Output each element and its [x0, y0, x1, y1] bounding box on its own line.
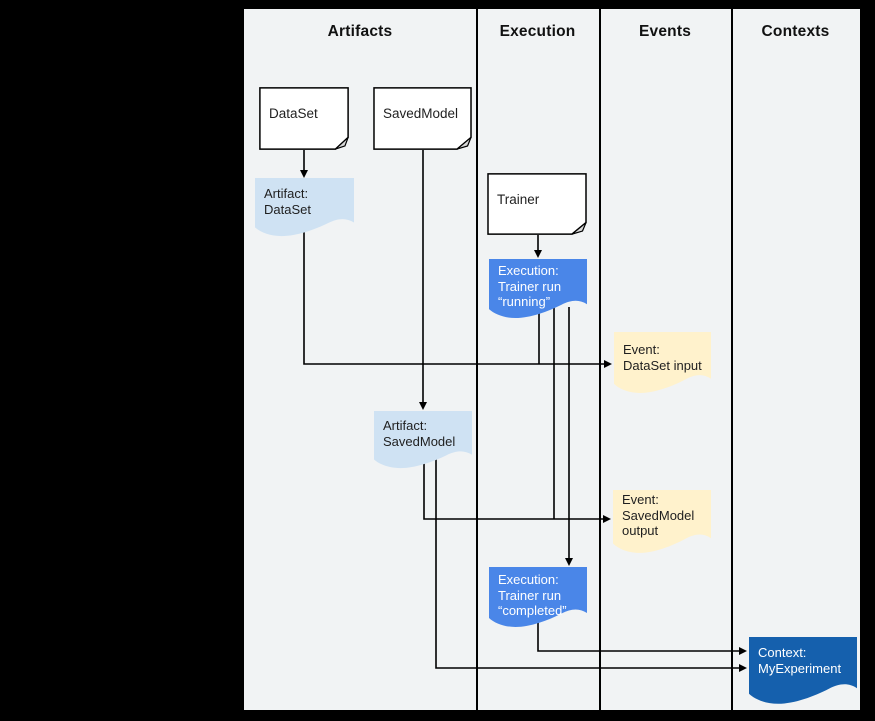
arrowhead: [419, 402, 427, 410]
arrow-artifact-savedmodel-to-context: [435, 455, 744, 669]
document-shape: [489, 259, 587, 319]
node-event-savedmodel-output: Event: SavedModel output: [613, 490, 711, 555]
node-line: Event:: [623, 342, 660, 357]
node-line: Event:: [622, 492, 659, 507]
node-execution-running: Execution: Trainer run “running”: [489, 259, 587, 320]
node-artifact-dataset: Artifact: DataSet: [255, 178, 354, 238]
node-line: Execution:: [498, 263, 559, 278]
document-shape: [374, 411, 472, 469]
node-line: “completed”: [498, 603, 567, 618]
arrowhead: [565, 558, 573, 566]
document-shape: [613, 490, 711, 553]
arrowhead: [604, 360, 612, 368]
folded-corner-icon: [572, 223, 586, 235]
column-header-artifacts: Artifacts: [327, 23, 393, 40]
card-shape: [487, 173, 587, 235]
column-divider: [599, 9, 601, 710]
node-event-dataset-input: Event: DataSet input: [614, 332, 711, 395]
arrowhead: [739, 647, 747, 655]
card-shape: [373, 87, 472, 150]
column-divider: [476, 9, 478, 710]
node-dataset: DataSet: [259, 87, 349, 150]
node-label: DataSet: [269, 106, 318, 122]
node-line: MyExperiment: [758, 660, 842, 676]
folded-corner-icon: [336, 137, 349, 149]
arrowhead: [603, 515, 611, 523]
document-shape: [489, 567, 587, 627]
node-line: Artifact:: [383, 418, 428, 433]
swimlane-diagram: Artifacts Execution Events Contexts: [242, 7, 862, 712]
node-context-myexperiment: Context: MyExperiment: [749, 637, 857, 706]
arrow-to-event-dataset-input: [303, 224, 610, 365]
node-artifact-savedmodel: Artifact: SavedModel: [374, 411, 472, 470]
node-label: SavedModel: [383, 106, 459, 122]
document-shape: [255, 178, 354, 237]
connector-lines: [300, 150, 747, 672]
node-execution-completed: Execution: Trainer run “completed”: [489, 567, 587, 629]
node-line: Context:: [758, 645, 807, 660]
folded-corner-icon: [457, 137, 471, 149]
node-line: DataSet input: [623, 357, 702, 373]
arrow-to-event-savedmodel-output: [423, 455, 609, 520]
node-line: SavedModel: [622, 507, 695, 523]
node-line: DataSet: [264, 201, 311, 217]
node-line: Trainer run: [498, 278, 562, 294]
arrowhead: [739, 664, 747, 672]
column-header-execution: Execution: [499, 23, 576, 40]
node-line: “running”: [498, 294, 551, 309]
arrowhead: [534, 250, 542, 258]
document-shape: [749, 637, 857, 704]
node-line: Trainer run: [498, 587, 562, 603]
column-header-events: Events: [638, 23, 692, 40]
node-line: SavedModel: [383, 433, 456, 449]
node-line: Execution:: [498, 572, 559, 587]
node-savedmodel: SavedModel: [373, 87, 472, 150]
document-shape: [614, 332, 711, 393]
card-shape: [259, 87, 349, 150]
arrowhead: [300, 170, 308, 178]
node-trainer: Trainer: [487, 173, 587, 235]
node-label: Trainer: [497, 191, 540, 207]
arrow-completed-to-context: [537, 615, 744, 652]
column-header-contexts: Contexts: [761, 23, 830, 40]
column-divider: [731, 9, 733, 710]
node-line: output: [622, 523, 659, 538]
node-line: Artifact:: [264, 186, 309, 201]
